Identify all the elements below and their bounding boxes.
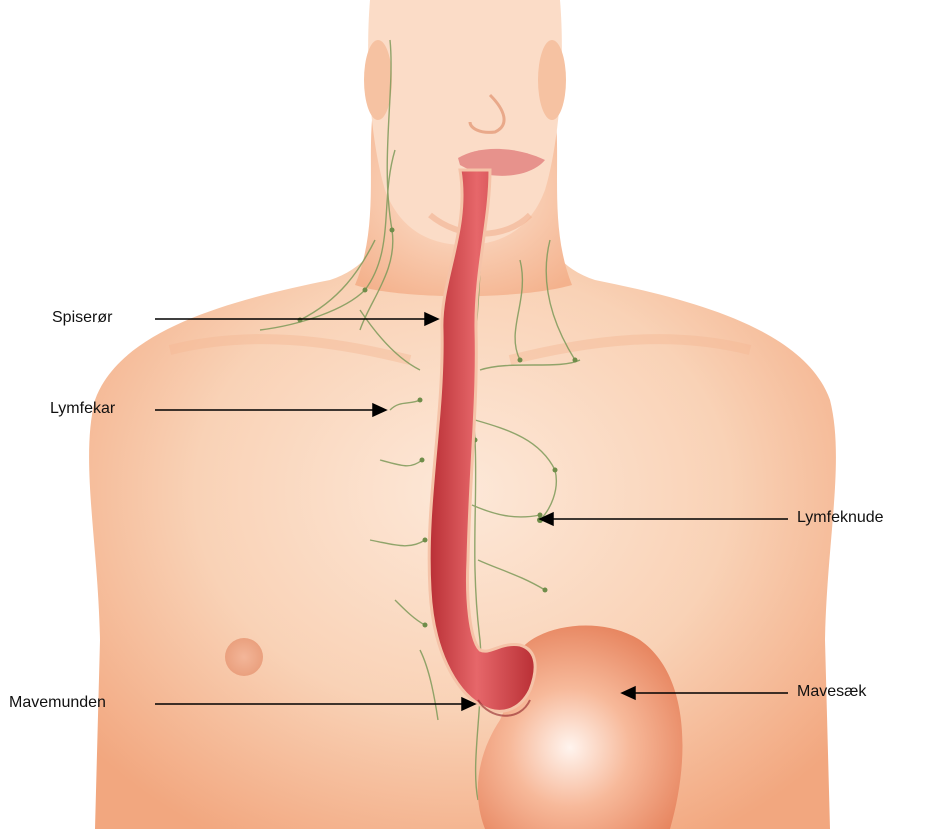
label-mavesaek: Mavesæk [797,683,866,701]
label-lymfekar: Lymfekar [50,400,115,418]
nipple [225,638,263,676]
ear-left [364,40,392,120]
ear-right [538,40,566,120]
label-lymfeknude: Lymfeknude [797,509,884,527]
label-spiseror: Spiserør [52,309,112,327]
label-mavemunden: Mavemunden [9,694,106,712]
